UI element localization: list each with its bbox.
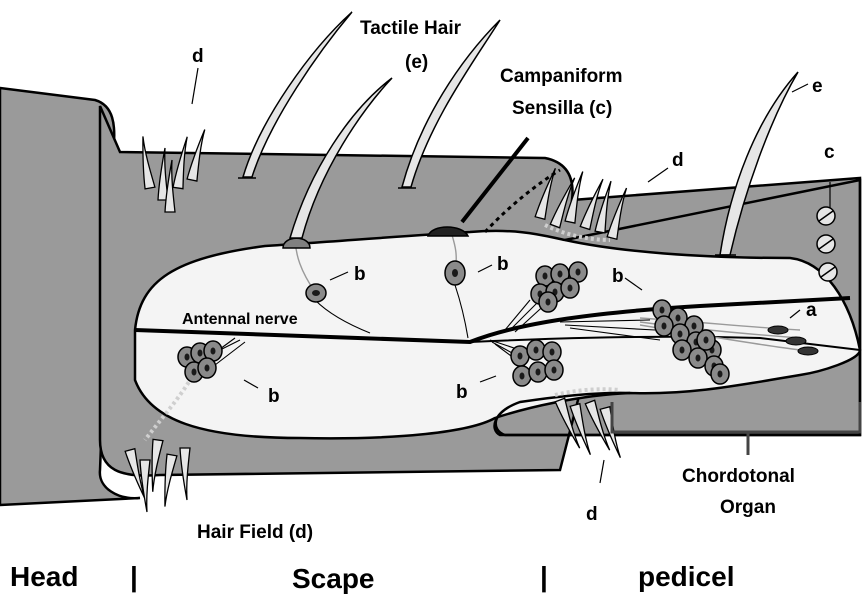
letter-e: e xyxy=(812,76,823,97)
neuron-cluster-mid xyxy=(511,340,563,386)
label-campaniform: Campaniform xyxy=(500,66,622,87)
letter-b-1: b xyxy=(354,264,366,285)
label-chordotonal: Chordotonal xyxy=(682,466,795,487)
campaniform-sensilla-c xyxy=(817,207,837,281)
segment-head: Head xyxy=(10,561,78,592)
letter-b-2: b xyxy=(497,254,509,275)
label-antennal-nerve: Antennal nerve xyxy=(182,311,298,328)
letter-b-3: b xyxy=(268,386,280,407)
label-tactile-hair-e: (e) xyxy=(405,52,428,73)
letter-a: a xyxy=(806,300,817,321)
letter-c: c xyxy=(824,142,835,163)
letter-d-bottom: d xyxy=(586,504,598,525)
letter-d-top-right: d xyxy=(672,150,684,171)
label-hair-field: Hair Field (d) xyxy=(197,522,313,543)
letter-b-5: b xyxy=(612,266,624,287)
letter-d-top-left: d xyxy=(192,46,204,67)
label-organ: Organ xyxy=(720,497,776,518)
segment-separator-1: | xyxy=(130,561,138,592)
letter-b-4: b xyxy=(456,382,468,403)
label-tactile-hair: Tactile Hair xyxy=(360,18,462,39)
segment-scape: Scape xyxy=(292,563,375,594)
label-campaniform-c: Sensilla (c) xyxy=(512,98,612,119)
segment-separator-2: | xyxy=(540,561,548,592)
segment-pedicel: pedicel xyxy=(638,561,734,592)
